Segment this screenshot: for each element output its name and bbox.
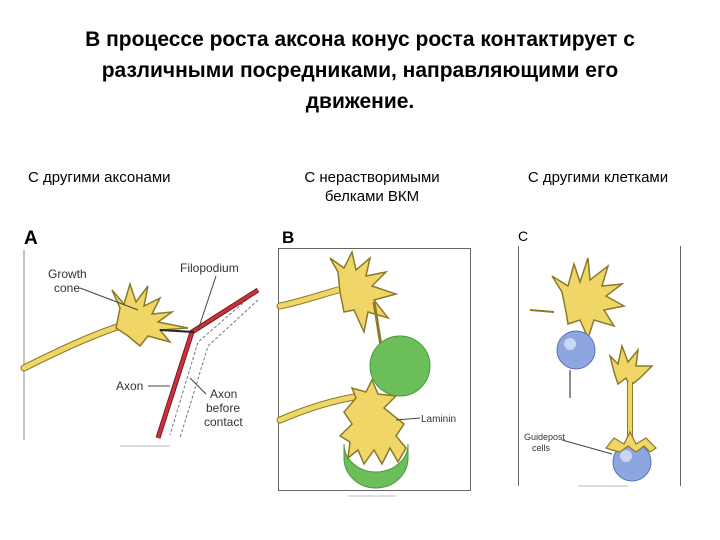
axon-before-label-1: Axon: [210, 387, 237, 401]
axon-before-leader: [189, 377, 207, 395]
guidepost-leader: [561, 439, 613, 455]
guidepost-cell-top: [556, 330, 596, 370]
top-growth-cone: [329, 249, 399, 335]
laminin-label: Laminin: [421, 414, 456, 425]
column-label-other-cells: С другими клетками: [527, 169, 669, 186]
second-growth-cone: [608, 343, 654, 388]
panel-c-figure: Guidepost cells: [518, 246, 681, 487]
column-label-ecm-line-2: белками ВКМ: [324, 188, 420, 205]
axon-label: Axon: [116, 379, 143, 393]
panel-b-figure: Laminin: [276, 248, 471, 497]
bottom-neuron-axon: [277, 393, 363, 423]
column-label-ecm-line-1: С нерастворимыми: [304, 169, 440, 186]
title-line-2: различными посредниками, направляющими е…: [101, 59, 619, 82]
axon-before-contact-line: [169, 289, 259, 436]
growth-cone-shape: [111, 281, 189, 348]
filopodium-label: Filopodium: [180, 261, 239, 275]
neuron-axon: [21, 323, 123, 371]
growth-cone-label-1: Growth: [48, 267, 87, 281]
axon-before-label-3: contact: [204, 415, 243, 429]
panel-c-letter: C: [518, 228, 529, 244]
panel-b-letter: B: [282, 228, 295, 247]
top-growth-cone: [551, 257, 627, 341]
top-neuron-axon: [277, 285, 349, 309]
panel-b-frame: [278, 248, 471, 491]
filopodium-contact: [159, 329, 195, 333]
growth-cone-leader: [79, 287, 139, 311]
column-label-ecm-proteins: С нерастворимыми белками ВКМ: [272, 168, 472, 206]
bottom-growth-cone: [338, 378, 407, 466]
slide-title: В процессе роста аксона конус роста конт…: [30, 24, 690, 117]
title-line-3: движение.: [305, 90, 415, 113]
guidepost-label-2: cells: [532, 443, 551, 453]
filopodium-leader: [197, 275, 217, 331]
laminin-leader: [395, 417, 421, 421]
panel-a-letter: A: [24, 228, 38, 249]
guidepost-cell-bottom-highlight: [620, 450, 632, 462]
laminin-substrate: [343, 443, 409, 489]
column-label-other-axons: С другими аксонами: [28, 169, 171, 186]
bottom-growth-cone: [604, 430, 657, 453]
guidepost-label-1: Guidepost: [524, 432, 566, 442]
axon-before-label-2: before: [206, 401, 240, 415]
axon-before-contact-line-2: [179, 299, 259, 439]
panel-a-figure: Growth cone Filopodium Axon Axon before …: [20, 250, 260, 447]
title-line-1: В процессе роста аксона конус роста конт…: [85, 28, 635, 51]
guidepost-cell-top-highlight: [564, 338, 576, 350]
growth-cone-label-2: cone: [54, 281, 80, 295]
top-filopodium-left: [529, 309, 555, 313]
laminin-ball: [369, 335, 431, 397]
